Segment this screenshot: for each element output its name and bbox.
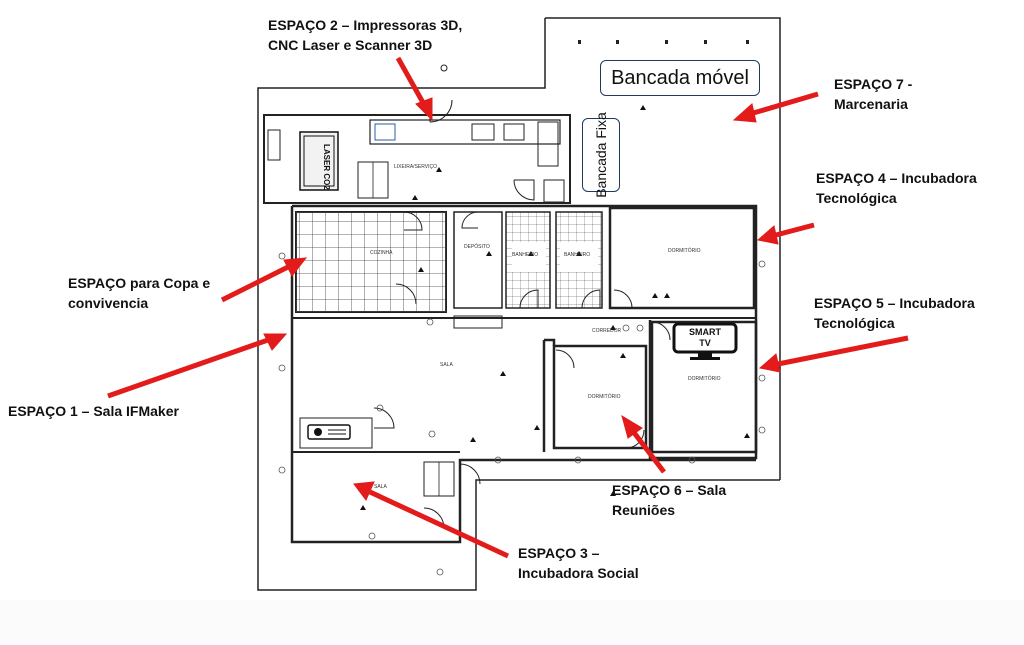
appliance-1: [471, 123, 495, 141]
arrow-espaco-4: [756, 222, 815, 245]
svg-text:TV: TV: [699, 338, 711, 348]
cozinha-label: COZINHA: [370, 250, 393, 256]
sink-1: [374, 123, 396, 141]
service-block: [263, 114, 571, 204]
dormitorio-4-label: DORMITÓRIO: [668, 247, 701, 254]
banheiro-1-label: BANHEIRO: [512, 252, 538, 258]
banheiro-2-label: BANHEIRO: [564, 252, 590, 258]
arrow-espaco-2: [395, 56, 433, 122]
arrow-espaco-6: [621, 414, 666, 474]
espaco-7-label: ESPAÇO 7 -Marcenaria: [834, 76, 913, 112]
espaco-3-label: ESPAÇO 3 –Incubadora Social: [518, 545, 639, 581]
deposito-label: DEPÓSITO: [464, 243, 490, 250]
lavanderia-label: LIXEIRA/SERVIÇO: [394, 164, 437, 170]
appliance-2: [503, 123, 525, 141]
dormitorio-6-room: [552, 344, 648, 450]
sala-1-label: SALA: [440, 362, 453, 368]
corredor-label: CORREDOR: [592, 328, 622, 334]
arrow-espaco-1: [107, 333, 288, 399]
appliance-3: [537, 121, 559, 167]
tank: [543, 179, 565, 203]
top-door: [429, 99, 453, 123]
projector-stand: [299, 417, 373, 449]
smart-tv: SMART TV: [672, 322, 738, 360]
bancada-movel-box: Bancada móvel: [600, 60, 760, 96]
projector: [307, 424, 351, 440]
counter-top: [369, 119, 561, 145]
espaco-2-label: ESPAÇO 2 – Impressoras 3D,CNC Laser e Sc…: [268, 17, 463, 53]
dormitorio-5-room: [650, 320, 758, 454]
espaco-1-label: ESPAÇO 1 – Sala IFMaker: [8, 403, 179, 419]
kitchen-counter: [453, 315, 503, 329]
dormitorio-4-room: [608, 206, 756, 310]
annotation-arrows: [107, 56, 909, 559]
bancada-movel-label: Bancada móvel: [611, 66, 749, 89]
bancada-fixa-label: Bancada Fixa: [593, 112, 610, 198]
house-walls: [290, 204, 758, 544]
arrow-espaco-3: [353, 481, 510, 559]
sala-3-label: SALA: [374, 484, 387, 490]
left-shelf: [267, 129, 281, 161]
svg-text:SMART: SMART: [689, 327, 721, 337]
laser-cutter: LASER CO2: [299, 131, 339, 191]
arrow-copa: [220, 257, 308, 303]
arrow-espaco-7: [732, 91, 819, 123]
lot-outline: [257, 17, 781, 591]
arrow-espaco-5: [758, 335, 909, 373]
dormitorio-5-label: DORMITÓRIO: [688, 375, 721, 382]
bancada-fixa-box: Bancada Fixa: [582, 112, 620, 198]
deposit-room: [453, 211, 503, 309]
laser-cutter-label: LASER CO2: [322, 144, 331, 190]
dormitorio-6-label: DORMITÓRIO: [588, 393, 621, 400]
bottom-strip: [0, 600, 1024, 645]
